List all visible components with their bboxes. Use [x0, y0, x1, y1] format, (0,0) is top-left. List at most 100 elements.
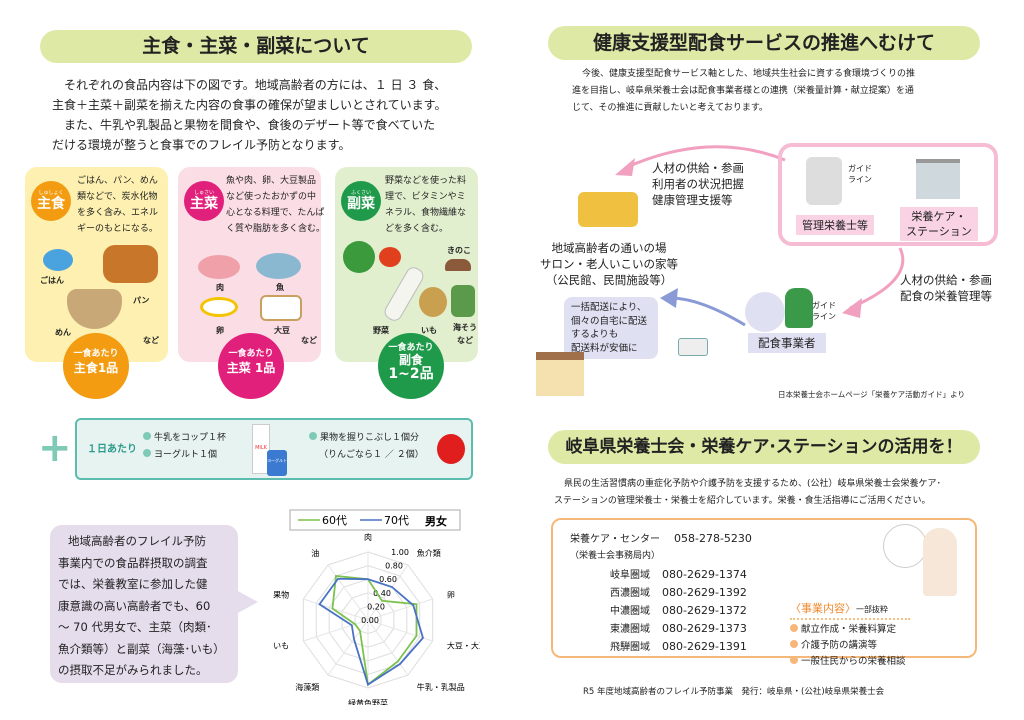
vegetable-icon	[343, 241, 375, 273]
card-desc: 野菜などを使った料理で、ビタミンやミネラル、食物繊維などを多く含む。	[385, 176, 467, 234]
tofu-icon	[260, 295, 302, 321]
radar-chart: 60代70代男女肉魚介類卵大豆・大豆製品牛乳・乳製品緑黄色野菜海藻類いも果物油0…	[273, 509, 480, 705]
tick-label: 0.40	[373, 589, 391, 598]
card-staple: しゅしょく 主食 ごはん、パン、めん類などで、炭水化物を多く含み、エネルギーのも…	[25, 167, 168, 362]
area-name: 岐阜圏域	[610, 570, 650, 581]
potato-icon	[419, 287, 447, 317]
badge-ruby: ふくさい	[350, 190, 371, 196]
item-label: 海そう	[453, 323, 477, 332]
item-label: など	[143, 336, 159, 345]
station-label: 栄養ケア・ステーション	[900, 207, 978, 241]
support-text-1: 人材の供給・参画利用者の状況把握健康管理支援等	[652, 161, 744, 207]
series-line-70代	[318, 577, 424, 686]
building-icon	[916, 159, 960, 199]
egg-icon	[200, 297, 238, 317]
item-label: 魚	[276, 283, 284, 292]
dietitian-icon	[806, 157, 842, 205]
axis-spoke	[303, 619, 369, 642]
dietitian-woman-icon	[923, 528, 957, 596]
support-text-2: 人材の供給・参画配食の栄養管理等	[900, 273, 992, 303]
axis-label: 牛乳・乳製品	[417, 682, 465, 692]
plus-icon: +	[38, 425, 72, 471]
center-phone[interactable]: 058-278-5230	[674, 532, 752, 545]
rice-icon	[43, 249, 73, 271]
item-label: 肉	[216, 283, 224, 292]
area-phone[interactable]: 080-2629-1374	[662, 568, 747, 581]
intro-line: 主食＋主菜＋副菜を揃えた内容の食事の確保が望ましいとされています。	[52, 98, 447, 112]
station-intro: 県民の生活習慣病の重症化予防や介護予防を支援するため、(公社）岐阜県栄養士会栄養…	[554, 479, 942, 506]
axis-label: 海藻類	[295, 682, 319, 692]
section-title-station: 岐阜県栄養士会・栄養ケア·ステーションの活用を！	[548, 430, 980, 464]
area-phone[interactable]: 080-2629-1391	[662, 640, 747, 653]
intro-line: また、牛乳や乳製品と果物を間食や、食後のデザート等で食べていた	[64, 118, 436, 132]
tick-label: 0.80	[385, 562, 403, 571]
area-phone[interactable]: 080-2629-1373	[662, 622, 747, 635]
tick-label: 1.00	[391, 548, 409, 557]
intro-line: それぞれの食品内容は下の図です。地域高齢者の方には、１ 日 ３ 食、	[64, 78, 447, 92]
survey-note: 地域高齢者のフレイル予防事業内での食品群摂取の調査では、栄養教室に参加した健康意…	[50, 525, 238, 683]
axis-label: 肉	[364, 532, 372, 542]
axis-spoke	[327, 619, 369, 676]
section-title-delivery: 健康支援型配食サービスの推進へむけて	[548, 26, 980, 60]
area-phone[interactable]: 080-2629-1372	[662, 604, 747, 617]
badge-label: 主食	[37, 196, 65, 212]
item-label: 野菜	[373, 326, 389, 335]
axis-label: 魚介類	[417, 548, 441, 558]
item-label: きのこ	[447, 246, 471, 255]
seaweed-icon	[451, 285, 475, 317]
meal-plate-icon	[883, 524, 927, 568]
daily-box: １日あたり 牛乳をコップ１杯 ヨーグルト１個 MILK ヨーグルト 果物を握りこ…	[75, 418, 473, 480]
badge-main: しゅさい 主菜	[184, 181, 224, 221]
tomato-icon	[379, 247, 401, 267]
area-name: 東濃圏域	[610, 624, 650, 635]
item-label: など	[301, 336, 317, 345]
bubble-tail	[236, 590, 258, 614]
card-desc: ごはん、パン、めん類などで、炭水化物を多く含み、エネルギーのもとになる。	[77, 176, 159, 234]
community-place: 地域高齢者の通いの場サロン・老人いこいの家等（公民館、民間施設等）	[540, 241, 678, 287]
area-row: 飛騨圏域 080-2629-1391	[610, 638, 747, 656]
delivery-company-label: 配食事業者	[748, 333, 826, 353]
badge-ruby: しゅしょく	[38, 190, 64, 196]
card-side: ふくさい 副菜 野菜などを使った料理で、ビタミンやミネラル、食物繊維などを多く含…	[335, 167, 478, 362]
intro-line: だける環境が整うと食事でのフレイル予防となります。	[52, 138, 351, 152]
badge-staple: しゅしょく 主食	[31, 181, 71, 221]
axis-label: いも	[273, 642, 289, 651]
guideline-label: ガイドライン	[848, 164, 872, 184]
footer: R5 年度地域高齢者のフレイル予防事業 発行：岐阜県・(公社)岐阜県栄養士会	[583, 687, 885, 697]
per-meal-staple: 一食あたり主食1品	[63, 333, 129, 399]
axis-spoke	[367, 619, 433, 642]
van-icon	[678, 338, 708, 356]
area-phone[interactable]: 080-2629-1392	[662, 586, 747, 599]
meat-icon	[198, 255, 240, 279]
axis-label: 果物	[273, 589, 289, 599]
tick-label: 0.00	[361, 616, 379, 625]
item-label: ごはん	[40, 276, 64, 285]
item-label: いも	[421, 326, 437, 335]
item-label: パン	[133, 296, 150, 305]
item-label: など	[457, 336, 473, 345]
delivery-intro: 今後、健康支援型配食サービス軸とした、地域共生社会に資する食環境づくりの推進を目…	[572, 69, 916, 113]
legend-label: 70代	[384, 514, 409, 527]
per-meal-main: 一食あたり主菜 1品	[218, 333, 284, 399]
services-title: 〈事業内容〉一部抜粋	[790, 602, 888, 615]
tick-label: 0.20	[367, 602, 385, 611]
axis-spoke	[367, 564, 409, 621]
services-list: 献立作成・栄養料算定 介護予防の講演等 一般住民からの栄養相談	[790, 622, 906, 670]
yogurt-icon: ヨーグルト	[267, 450, 287, 476]
badge-side: ふくさい 副菜	[341, 181, 381, 221]
daily-dairy: 牛乳をコップ１杯 ヨーグルト１個	[143, 430, 226, 464]
area-name: 飛騨圏域	[610, 642, 650, 653]
axis-label: 大豆・大豆製品	[447, 641, 480, 651]
mushroom-icon	[445, 259, 471, 271]
area-row: 中濃圏域 080-2629-1372	[610, 602, 747, 620]
axis-spoke	[327, 564, 369, 621]
radish-icon	[381, 264, 427, 324]
badge-label: 主菜	[190, 196, 218, 212]
source-note: 日本栄養士会ホームページ「栄養ケア活動ガイド」より	[778, 390, 965, 399]
area-name: 中濃圏域	[610, 606, 650, 617]
axis-spoke	[367, 598, 433, 621]
item-label: 大豆	[274, 326, 290, 335]
flow-arrows	[615, 145, 905, 327]
